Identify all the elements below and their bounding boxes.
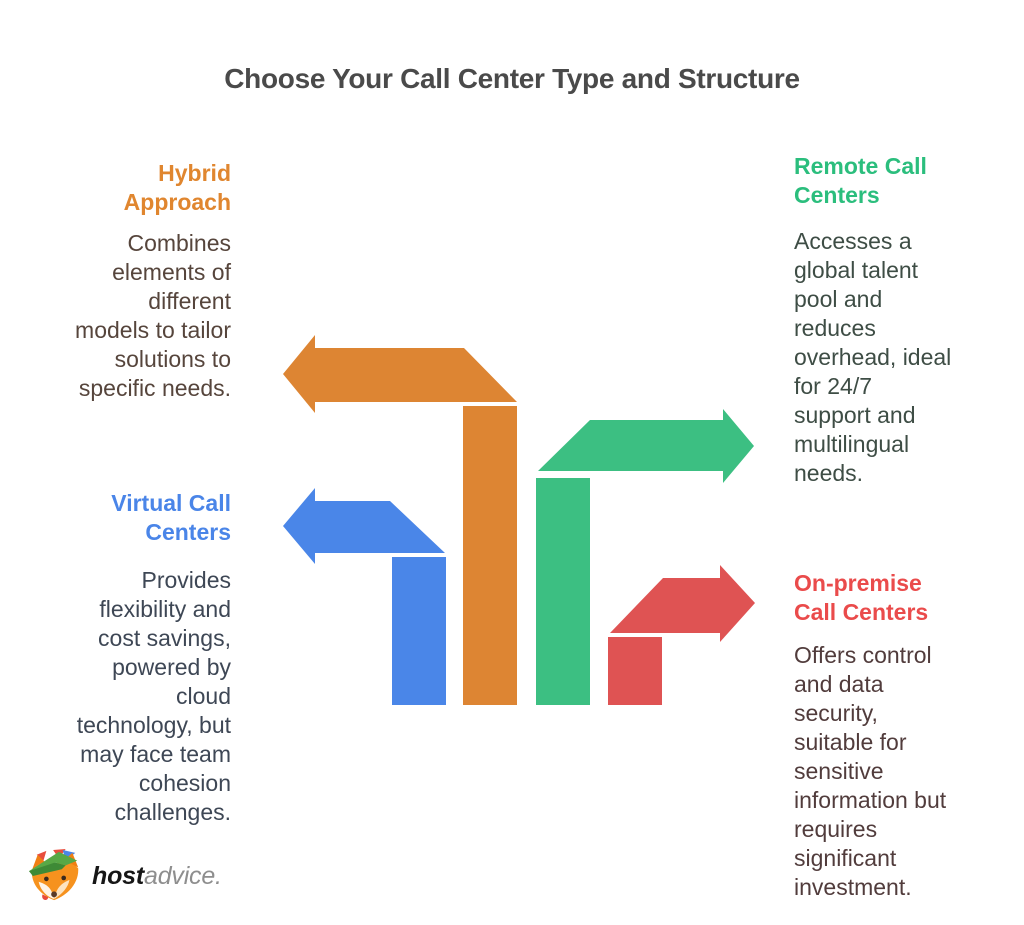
virtual-arrow-column	[392, 557, 446, 705]
hostadvice-logo: hostadvice.	[27, 849, 222, 903]
wordmark-host: host	[92, 862, 144, 890]
onpremise-arrow-head	[610, 565, 755, 642]
page-title: Choose Your Call Center Type and Structu…	[224, 63, 800, 94]
onpremise-arrow-column	[608, 637, 662, 705]
remote-arrow-head	[538, 409, 754, 483]
virtual-arrow-head	[283, 488, 445, 564]
fox-mascot-icon	[29, 849, 79, 901]
remote-arrow-column	[536, 478, 590, 705]
hostadvice-wordmark: hostadvice.	[92, 849, 222, 903]
wordmark-advice: advice.	[143, 862, 222, 890]
hybrid-arrow-head	[283, 335, 517, 413]
hybrid-arrow-column	[463, 406, 517, 705]
